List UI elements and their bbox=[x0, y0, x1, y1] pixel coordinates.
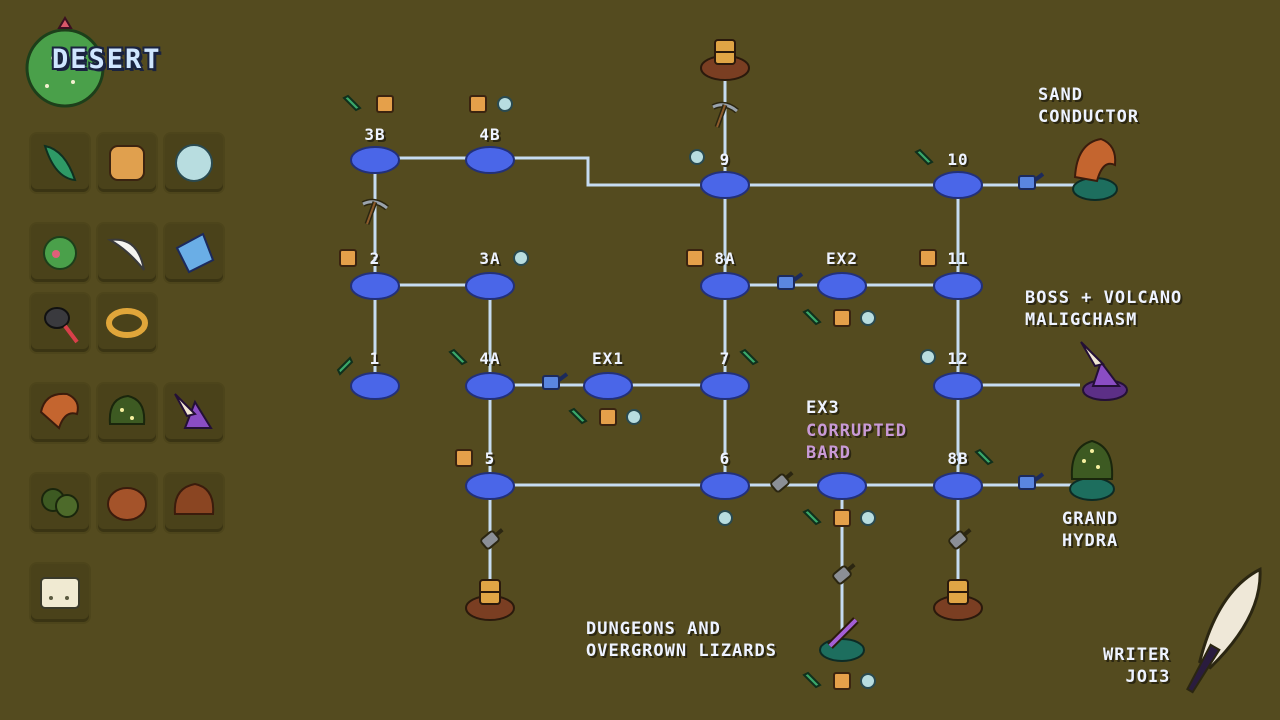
stage-node-10[interactable] bbox=[933, 171, 983, 199]
spiky-plant-icon[interactable] bbox=[31, 224, 89, 282]
node-label-4a: 4A bbox=[479, 349, 501, 368]
bone-block-icon[interactable] bbox=[31, 564, 89, 622]
corrupted-dagger-boss-icon[interactable] bbox=[819, 617, 865, 662]
stage-node-8b[interactable] bbox=[933, 472, 983, 500]
stage-node-5[interactable] bbox=[465, 472, 515, 500]
maligchasm-boss-icon[interactable] bbox=[1080, 341, 1128, 401]
stage-node-9[interactable] bbox=[700, 171, 750, 199]
node-label-ex1: EX1 bbox=[592, 349, 624, 368]
clay-lump-icon[interactable] bbox=[165, 474, 223, 532]
vine-bush-icon[interactable] bbox=[31, 474, 89, 532]
node-label-10: 10 bbox=[947, 150, 969, 169]
stage-node-1[interactable] bbox=[350, 372, 400, 400]
node-label-6: 6 bbox=[719, 449, 731, 468]
boss-volcano-label: BOSS + VOLCANO MALIGCHASM bbox=[1025, 288, 1183, 330]
watering-can-icon bbox=[777, 272, 804, 290]
watering-can-icon bbox=[1018, 472, 1045, 490]
pickaxe-icon bbox=[711, 101, 739, 128]
grand-hydra-label: GRAND HYDRA bbox=[1062, 509, 1119, 551]
stage-node-6[interactable] bbox=[700, 472, 750, 500]
region-title: DESERT bbox=[52, 44, 162, 75]
shovel-icon bbox=[480, 528, 504, 550]
reward-markers bbox=[336, 94, 994, 690]
stage-node-2[interactable] bbox=[350, 272, 400, 300]
corrupted-bard-label: CORRUPTED BARD bbox=[806, 421, 908, 463]
dungeons-label: DUNGEONS AND OVERGROWN LIZARDS bbox=[586, 619, 777, 661]
stage-node-3a[interactable] bbox=[465, 272, 515, 300]
purple-crystal-icon[interactable] bbox=[165, 384, 223, 442]
watering-can-icon bbox=[542, 372, 569, 390]
node-label-4b: 4B bbox=[479, 125, 501, 144]
node-label-3a: 3A bbox=[479, 249, 501, 268]
stage-node-8a[interactable] bbox=[700, 272, 750, 300]
node-label-11: 11 bbox=[947, 249, 969, 268]
shovel-icon bbox=[948, 528, 972, 550]
watering-can-icon bbox=[1018, 172, 1045, 190]
fang-icon[interactable] bbox=[98, 224, 156, 282]
stage-node-11[interactable] bbox=[933, 272, 983, 300]
stage-node-3b[interactable] bbox=[350, 146, 400, 174]
chest-stump-icon[interactable] bbox=[465, 579, 515, 621]
sand-conductor-label: SAND CONDUCTOR bbox=[1038, 85, 1140, 127]
node-label-ex2: EX2 bbox=[826, 249, 858, 268]
node-label-7: 7 bbox=[719, 349, 731, 368]
moss-icon[interactable] bbox=[98, 384, 156, 442]
stage-node-ex2[interactable] bbox=[817, 272, 867, 300]
orb-icon[interactable] bbox=[165, 134, 223, 192]
chest-stump-icon[interactable] bbox=[700, 39, 750, 81]
bread-icon[interactable] bbox=[98, 134, 156, 192]
node-label-9: 9 bbox=[719, 150, 731, 169]
stage-node-ex1[interactable] bbox=[583, 372, 633, 400]
shovel-icon bbox=[832, 563, 856, 585]
writer-quill-icon bbox=[1186, 566, 1262, 694]
pickaxe-icon bbox=[361, 198, 389, 225]
sand-conductor-boss-icon[interactable] bbox=[1072, 137, 1118, 201]
ring-icon[interactable] bbox=[98, 294, 156, 352]
node-label-12: 12 bbox=[947, 349, 969, 368]
desert-cactus-badge bbox=[25, 16, 105, 108]
stage-node-4a[interactable] bbox=[465, 372, 515, 400]
stage-node-4b[interactable] bbox=[465, 146, 515, 174]
node-label-8a: 8A bbox=[714, 249, 736, 268]
node-label-8b: 8B bbox=[947, 449, 969, 468]
tree-stump-icon[interactable] bbox=[98, 474, 156, 532]
node-label-2: 2 bbox=[369, 249, 381, 268]
mushroom-icon[interactable] bbox=[31, 384, 89, 442]
node-label-1: 1 bbox=[369, 349, 381, 368]
leaf-icon[interactable] bbox=[31, 134, 89, 192]
shovel-icon bbox=[770, 471, 794, 493]
node-label-5: 5 bbox=[484, 449, 496, 468]
node-label-3b: 3B bbox=[364, 125, 386, 144]
stage-node-ex3[interactable] bbox=[817, 472, 867, 500]
stage-node-7[interactable] bbox=[700, 372, 750, 400]
writer-credit: WRITER JOI3 bbox=[1103, 645, 1171, 687]
chest-stump-icon[interactable] bbox=[933, 579, 983, 621]
crystal-shard-icon[interactable] bbox=[165, 224, 223, 282]
stage-node-12[interactable] bbox=[933, 372, 983, 400]
grand-hydra-boss-icon[interactable] bbox=[1069, 439, 1115, 501]
feather-quill-icon[interactable] bbox=[31, 294, 89, 352]
ex3-label: EX3 bbox=[806, 398, 840, 418]
